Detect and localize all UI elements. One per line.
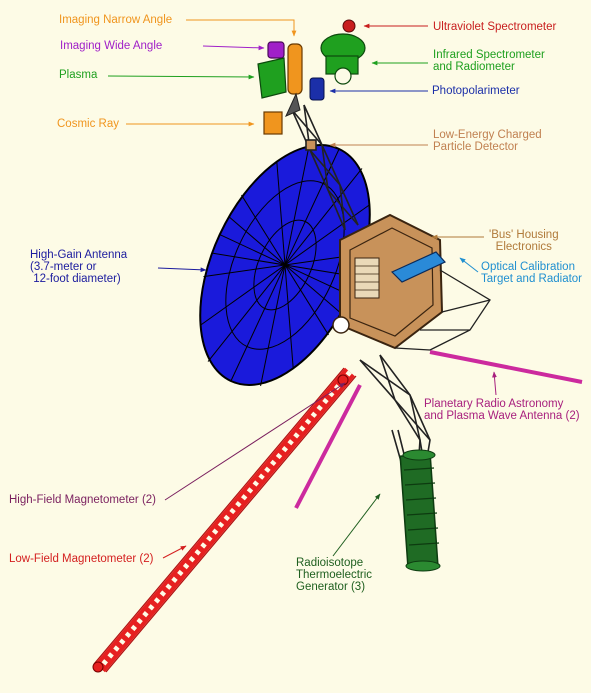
- label-imaging-wide-angle: Imaging Wide Angle: [60, 40, 162, 52]
- label-imaging-wide-angle-text: Imaging Wide Angle: [60, 40, 163, 52]
- label-rtg: Radioisotope Thermoelectric Generator (3…: [296, 557, 372, 593]
- scan-platform: [257, 19, 366, 135]
- label-uv-spectrometer: Ultraviolet Spectrometer: [433, 21, 556, 33]
- high-gain-antenna-dish: [199, 143, 371, 387]
- label-high-field-text: High-Field Magnetometer (2): [9, 494, 157, 506]
- label-high-gain-line2: (3.7-meter or: [30, 261, 97, 273]
- label-planetary-radio-line1: Planetary Radio Astronomy: [424, 398, 564, 410]
- uv-spectrometer-instrument: [342, 19, 356, 33]
- bus-housing: [332, 213, 491, 351]
- leader-lines: [107, 19, 497, 559]
- label-low-field-text: Low-Field Magnetometer (2): [9, 553, 154, 565]
- label-high-gain-line3: 12-foot diameter): [30, 273, 121, 285]
- label-high-field-magnetometer: High-Field Magnetometer (2): [9, 494, 156, 506]
- label-high-gain-line1: High-Gain Antenna: [30, 249, 128, 261]
- imaging-wide-angle-camera: [267, 41, 285, 59]
- label-imaging-narrow-angle: Imaging Narrow Angle: [59, 14, 172, 26]
- label-planetary-radio-line2: and Plasma Wave Antenna (2): [424, 410, 580, 422]
- label-optical-calibration-line2: Target and Radiator: [481, 273, 583, 285]
- label-high-gain-antenna: High-Gain Antenna (3.7-meter or 12-foot …: [30, 249, 127, 285]
- science-boom-truss: [291, 104, 359, 231]
- label-cosmic-ray: Cosmic Ray: [57, 118, 119, 130]
- label-rtg-line1: Radioisotope: [296, 557, 364, 569]
- label-low-energy-particle: Low-Energy Charged Particle Detector: [433, 129, 542, 153]
- label-low-field-magnetometer: Low-Field Magnetometer (2): [9, 553, 153, 565]
- label-plasma-text: Plasma: [59, 69, 98, 81]
- label-plasma: Plasma: [59, 69, 97, 81]
- rtg-cylinder: [399, 449, 441, 572]
- label-low-energy-line1: Low-Energy Charged: [433, 129, 542, 141]
- label-optical-calibration-line1: Optical Calibration: [481, 261, 575, 273]
- ir-spectrometer-instrument: [320, 33, 366, 85]
- label-planetary-radio: Planetary Radio Astronomy and Plasma Wav…: [424, 398, 580, 422]
- imaging-narrow-angle-camera: [287, 43, 303, 95]
- label-ir-spectrometer-line2: and Radiometer: [433, 61, 515, 73]
- label-optical-calibration: Optical Calibration Target and Radiator: [481, 261, 582, 285]
- label-bus-housing-line2: Electronics: [495, 241, 552, 253]
- high-field-magnetometer-sensor: [337, 374, 349, 386]
- magnetometer-boom: [92, 367, 357, 673]
- label-bus-housing: 'Bus' Housing Electronics: [489, 229, 559, 253]
- label-cosmic-ray-text: Cosmic Ray: [57, 118, 119, 130]
- label-ir-spectrometer-line1: Infrared Spectrometer: [433, 49, 545, 61]
- label-bus-housing-line1: 'Bus' Housing: [489, 229, 559, 241]
- cosmic-ray-instrument: [263, 111, 283, 135]
- plasma-instrument: [257, 57, 287, 99]
- radio-antenna-rod-right: [429, 350, 583, 384]
- label-photopolarimeter: Photopolarimeter: [432, 85, 520, 97]
- optical-calibration-panel: [390, 251, 446, 283]
- label-uv-spectrometer-text: Ultraviolet Spectrometer: [433, 21, 557, 33]
- label-imaging-narrow-angle-text: Imaging Narrow Angle: [59, 14, 173, 26]
- radio-antenna-rod-lower: [294, 384, 362, 509]
- label-rtg-line2: Thermoelectric: [296, 569, 373, 581]
- radio-antenna-rods: [294, 350, 583, 509]
- label-photopolarimeter-text: Photopolarimeter: [432, 85, 520, 97]
- label-ir-spectrometer: Infrared Spectrometer and Radiometer: [433, 49, 545, 73]
- low-field-magnetometer-sensor: [92, 661, 104, 673]
- label-low-energy-line2: Particle Detector: [433, 141, 519, 153]
- photopolarimeter-instrument: [309, 77, 325, 101]
- label-rtg-line3: Generator (3): [296, 581, 366, 593]
